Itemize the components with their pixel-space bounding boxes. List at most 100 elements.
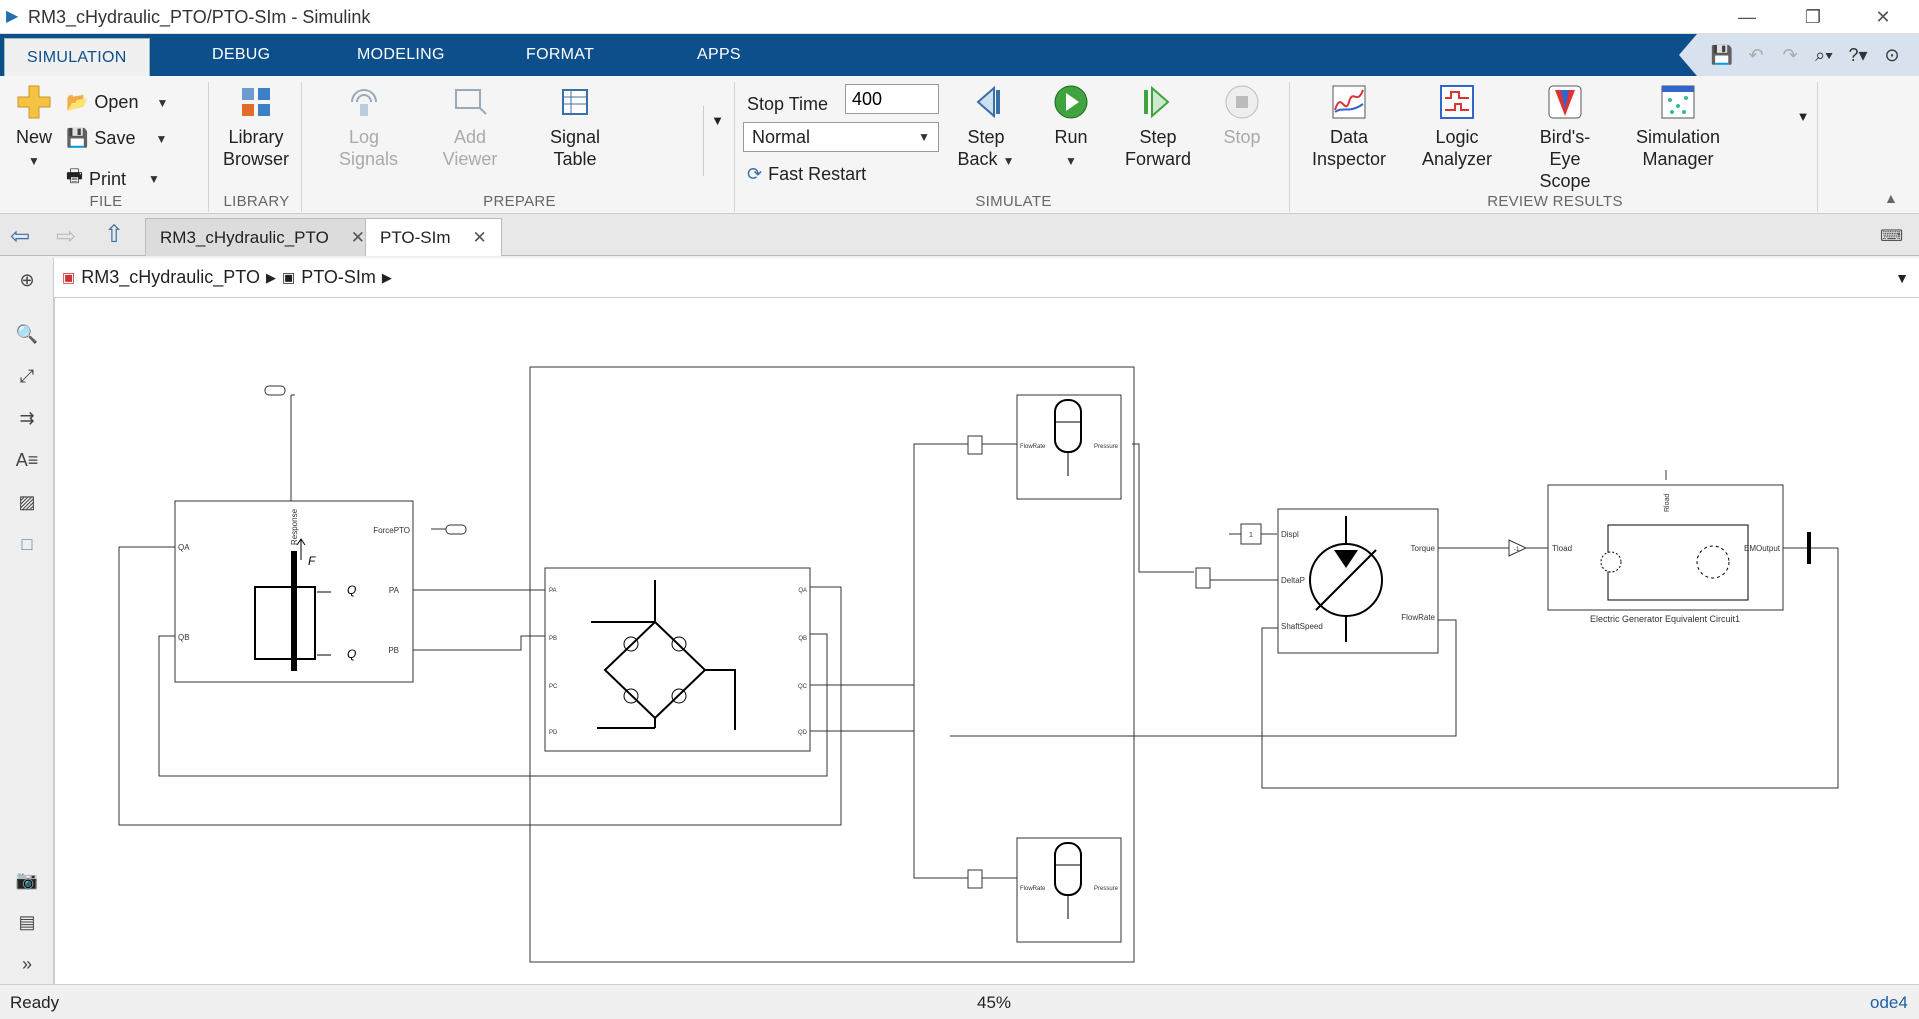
valve-port-qa: QA bbox=[798, 588, 807, 594]
sum-block-motor[interactable] bbox=[1195, 567, 1211, 589]
data-inspector-icon bbox=[1332, 85, 1366, 119]
cylinder-port-pa: PA bbox=[389, 586, 400, 595]
simulink-logo-icon: ▶ bbox=[6, 8, 19, 25]
chevron-down-icon: ▼ bbox=[1002, 154, 1015, 168]
fast-restart-button[interactable]: ⟳Fast Restart bbox=[747, 164, 867, 184]
cylinder-port-pb: PB bbox=[388, 646, 399, 655]
find-icon[interactable]: ⌕▾ bbox=[1815, 44, 1833, 65]
save-button[interactable]: 💾Save▼ bbox=[66, 128, 168, 148]
doc-tab-rm3[interactable]: RM3_cHydraulic_PTO✕ bbox=[145, 218, 381, 256]
signal-table-button[interactable]: Signal Table bbox=[535, 82, 615, 170]
simulation-manager-button[interactable]: Simulation Manager bbox=[1623, 82, 1733, 170]
log-signals-button[interactable]: Log Signals bbox=[329, 82, 399, 170]
stop-time-label: Stop Time bbox=[747, 94, 829, 114]
run-button[interactable]: Run▼ bbox=[1038, 82, 1104, 172]
gain-block[interactable] bbox=[1508, 539, 1528, 557]
tab-debug[interactable]: DEBUG bbox=[212, 46, 271, 63]
expand-palette-icon[interactable]: » bbox=[21, 953, 32, 974]
qb-symbol: Q bbox=[347, 647, 356, 661]
step-forward-button[interactable]: Step Forward bbox=[1118, 82, 1198, 170]
chevron-right-icon[interactable]: ▶ bbox=[265, 269, 276, 285]
image-icon[interactable]: ▨ bbox=[18, 491, 36, 512]
new-plus-icon bbox=[17, 85, 51, 119]
hydraulic-motor-block[interactable] bbox=[1277, 508, 1439, 654]
zoom-icon[interactable]: 🔍 bbox=[15, 323, 39, 344]
file-group: New▼ 📂Open▼ 💾Save▼ 🖶Print▼ FILE bbox=[4, 82, 209, 212]
chevron-down-icon: ▼ bbox=[28, 154, 40, 168]
collapse-ribbon-icon[interactable]: ⊙ bbox=[1884, 44, 1900, 65]
close-window-button[interactable]: ✕ bbox=[1875, 6, 1891, 27]
block-diagram: QA QB PA PB ForcePTO Response F Q Q PA P… bbox=[118, 366, 1839, 963]
chevron-right-icon[interactable]: ▶ bbox=[381, 269, 392, 285]
file-group-label: FILE bbox=[89, 193, 123, 210]
breadcrumb-item-model[interactable]: RM3_cHydraulic_PTO bbox=[81, 267, 260, 287]
print-button[interactable]: 🖶Print▼ bbox=[66, 164, 160, 194]
hydraulic-cylinder-block[interactable] bbox=[174, 385, 467, 683]
prepare-gallery-expand[interactable]: ▼ bbox=[703, 106, 731, 176]
solver-link[interactable]: ode4 bbox=[1870, 993, 1908, 1012]
generator-port-tload: Tload bbox=[1552, 544, 1572, 553]
valve-port-qb: QB bbox=[798, 636, 807, 642]
back-arrow-icon[interactable]: ⇦ bbox=[10, 223, 31, 250]
restore-button[interactable]: ❐ bbox=[1804, 6, 1822, 27]
new-button[interactable]: New▼ bbox=[8, 82, 60, 172]
stop-button[interactable]: Stop bbox=[1212, 82, 1272, 148]
close-icon[interactable]: ✕ bbox=[472, 227, 487, 247]
open-button[interactable]: 📂Open▼ bbox=[66, 92, 169, 112]
step-back-icon bbox=[976, 85, 1000, 119]
doc-tab-pto-sim[interactable]: PTO-SIm✕ bbox=[365, 218, 502, 256]
minimize-button[interactable]: — bbox=[1738, 6, 1756, 27]
birds-eye-scope-button[interactable]: Bird's-Eye Scope bbox=[1515, 82, 1615, 192]
electric-generator-block[interactable] bbox=[1547, 484, 1784, 611]
property-inspector-icon[interactable]: ▤ bbox=[18, 911, 36, 932]
redo-icon[interactable]: ↷ bbox=[1782, 44, 1798, 65]
sum-block-top[interactable] bbox=[967, 435, 983, 455]
chevron-down-icon: ▼ bbox=[156, 95, 169, 110]
step-back-button[interactable]: Step Back ▼ bbox=[953, 82, 1019, 172]
rectifying-valve-block[interactable] bbox=[544, 567, 811, 752]
model-icon: ▣ bbox=[62, 269, 76, 285]
tab-format[interactable]: FORMAT bbox=[526, 46, 595, 63]
collapse-toolstrip-icon[interactable]: ▲ bbox=[1884, 190, 1898, 206]
ribbon: New▼ 📂Open▼ 💾Save▼ 🖶Print▼ FILE Library … bbox=[0, 76, 1919, 214]
logic-analyzer-button[interactable]: Logic Analyzer bbox=[1407, 82, 1507, 170]
tab-simulation[interactable]: SIMULATION bbox=[4, 38, 150, 76]
accumulator-block-top[interactable] bbox=[1016, 394, 1122, 500]
hide-explorer-icon[interactable]: ⊕ bbox=[19, 269, 35, 290]
camera-icon[interactable]: 📷 bbox=[15, 869, 39, 890]
library-group-label: LIBRARY bbox=[223, 193, 290, 210]
tab-apps[interactable]: APPS bbox=[697, 46, 741, 63]
arrow-lines-icon[interactable]: ⇉ bbox=[19, 407, 35, 428]
save-icon[interactable]: 💾 bbox=[1710, 44, 1734, 65]
zoom-level[interactable]: 45% bbox=[977, 993, 1012, 1012]
area-icon[interactable]: □ bbox=[21, 533, 33, 554]
model-canvas[interactable]: QA QB PA PB ForcePTO Response F Q Q PA P… bbox=[54, 298, 1919, 984]
up-arrow-icon[interactable]: ⇧ bbox=[104, 221, 125, 248]
accumulator-block-bottom[interactable] bbox=[1016, 837, 1122, 943]
review-gallery-expand[interactable]: ▼ bbox=[1790, 106, 1816, 128]
fit-to-view-icon[interactable]: ⤢ bbox=[19, 365, 35, 386]
forward-arrow-icon[interactable]: ⇨ bbox=[56, 223, 77, 250]
chevron-down-icon[interactable]: ▼ bbox=[1895, 269, 1909, 286]
tab-modeling[interactable]: MODELING bbox=[357, 46, 445, 63]
data-inspector-button[interactable]: Data Inspector bbox=[1299, 82, 1399, 170]
ribbon-tab-strip: SIMULATION DEBUG MODELING FORMAT APPS 💾 … bbox=[0, 34, 1919, 76]
birds-eye-scope-icon bbox=[1548, 85, 1582, 119]
valve-port-qc: QC bbox=[798, 684, 808, 690]
generator-port-emoutput: EMOutput bbox=[1744, 544, 1781, 553]
stop-time-input[interactable] bbox=[845, 84, 939, 114]
annotation-icon[interactable]: A≡ bbox=[15, 449, 39, 470]
keyboard-icon[interactable]: ⌨ bbox=[1880, 228, 1904, 245]
undo-icon[interactable]: ↶ bbox=[1748, 44, 1764, 65]
canvas-palette: ⊕ 🔍 ⤢ ⇉ A≡ ▨ □ 📷 ▤ » bbox=[0, 258, 54, 984]
chevron-down-icon: ▼ bbox=[1065, 154, 1077, 168]
sum-block-bottom[interactable] bbox=[967, 869, 983, 889]
library-browser-button[interactable]: Library Browser bbox=[216, 82, 296, 170]
help-icon[interactable]: ?▾ bbox=[1848, 44, 1868, 65]
close-icon[interactable]: ✕ bbox=[350, 227, 366, 247]
add-viewer-button[interactable]: Add Viewer bbox=[430, 82, 510, 170]
accumulator-bottom-flowrate: FlowRate bbox=[1020, 886, 1046, 892]
displacement-constant-block[interactable] bbox=[1240, 523, 1262, 545]
simulation-mode-select[interactable]: Normal▼ bbox=[743, 122, 939, 152]
breadcrumb-item-subsystem[interactable]: PTO-SIm bbox=[301, 267, 376, 287]
